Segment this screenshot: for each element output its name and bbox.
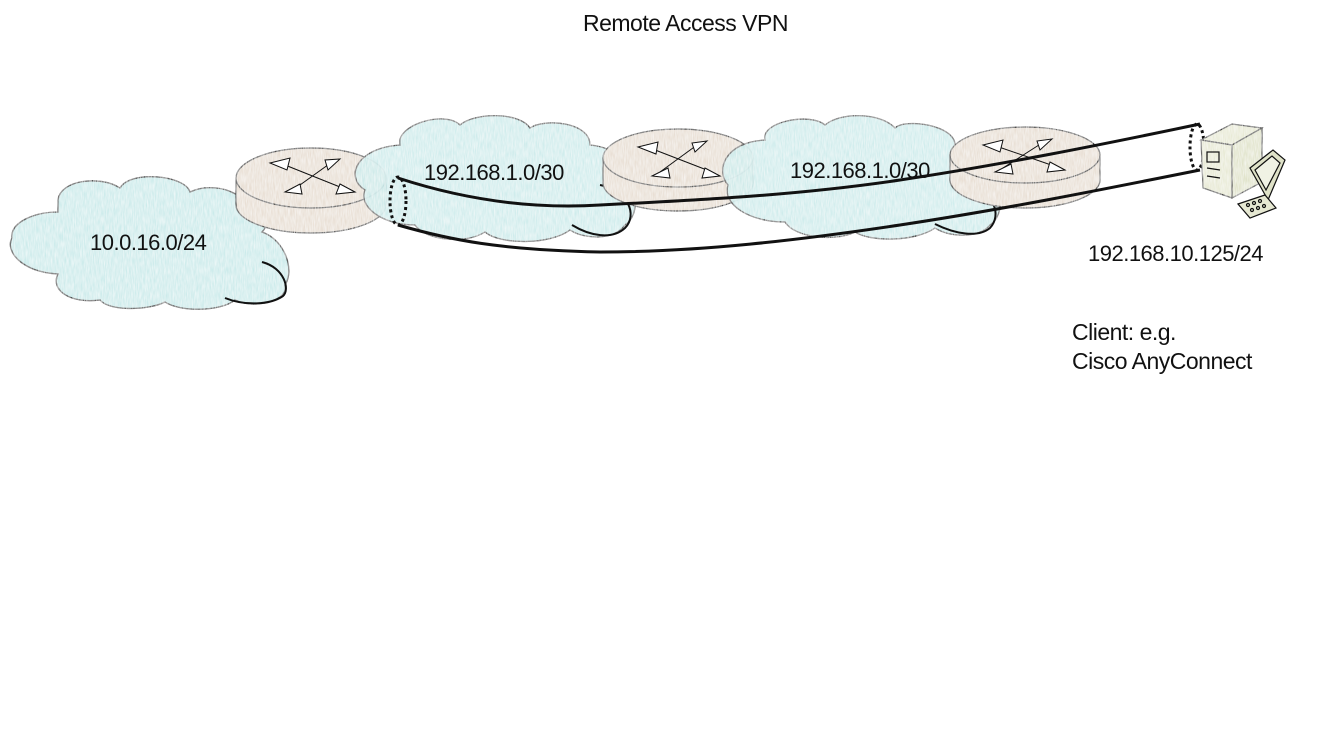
client-note-line2: Cisco AnyConnect xyxy=(1072,348,1252,374)
network-label-a: 10.0.16.0/24 xyxy=(90,230,207,255)
vpn-tunnel xyxy=(388,122,1206,254)
client-note-line1: Client: e.g. xyxy=(1072,319,1176,345)
network-label-b: 192.168.1.0/30 xyxy=(424,160,564,185)
client-ip-label: 192.168.10.125/24 xyxy=(1088,241,1264,266)
tunnel-endpoint-router xyxy=(388,175,408,227)
client-note: Client: e.g. Cisco AnyConnect xyxy=(1072,318,1252,376)
workstation-icon xyxy=(1199,123,1286,219)
router-2-icon xyxy=(602,128,754,212)
network-cloud-a xyxy=(9,176,290,310)
router-1-icon xyxy=(235,147,387,234)
diagram-title: Remote Access VPN xyxy=(583,10,788,36)
router-3-icon xyxy=(949,126,1101,209)
network-label-c: 192.168.1.0/30 xyxy=(790,158,930,183)
